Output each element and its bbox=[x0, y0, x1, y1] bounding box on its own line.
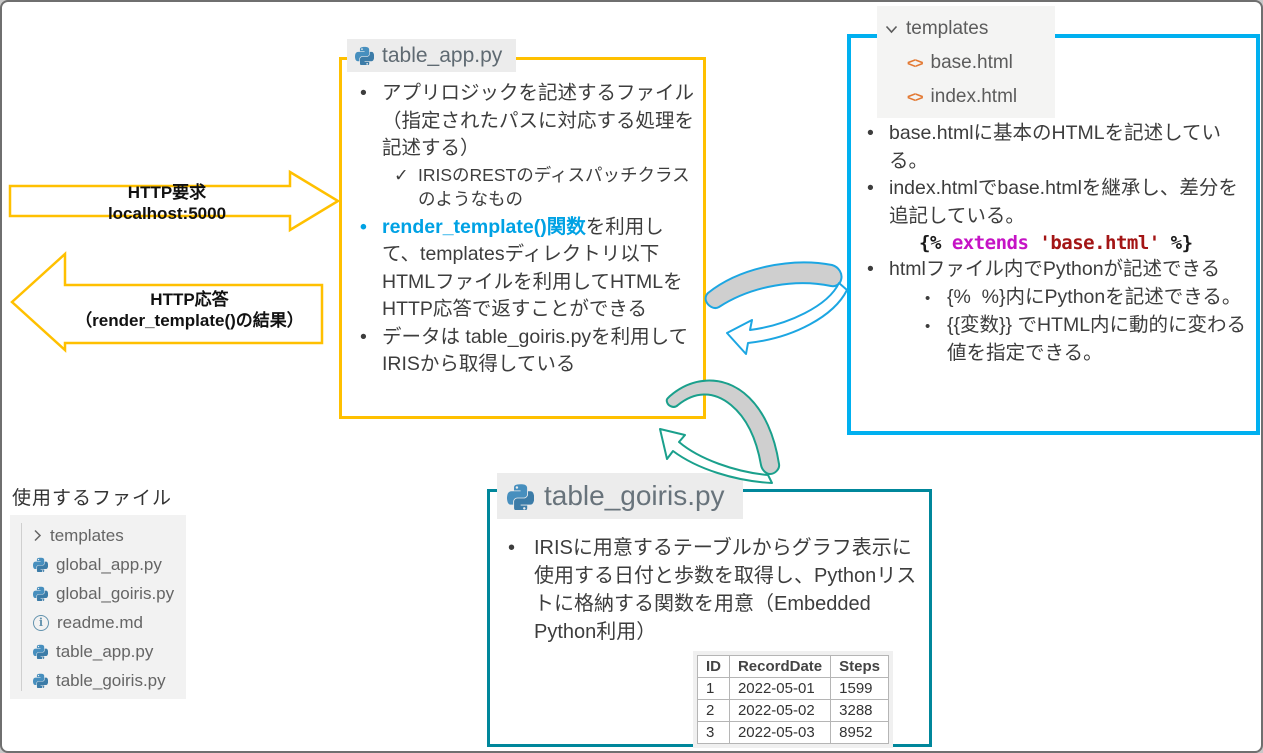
file-item-readme: i readme.md bbox=[10, 608, 186, 637]
info-icon: i bbox=[33, 614, 49, 631]
tpl-sub-bullet-1: • {% %}内にPythonを記述できる。 bbox=[925, 284, 1250, 313]
tree-item-templates: templates bbox=[885, 12, 1055, 46]
app-box-title-text: table_app.py bbox=[382, 43, 503, 67]
bullet-icon: • bbox=[360, 215, 367, 238]
table-row: 3 2022-05-03 8952 bbox=[696, 721, 889, 744]
app-bullet-2: • render_template()関数を利用して、templatesディレク… bbox=[356, 214, 697, 324]
file-item-label: readme.md bbox=[57, 612, 143, 632]
bullet-icon: • bbox=[867, 258, 874, 280]
goiris-bullet-1: • IRISに用意するテーブルからグラフ表示に使用する日付と歩数を取得し、Pyt… bbox=[504, 534, 919, 646]
jinja-extends-code: {% extends 'base.html' %} bbox=[919, 232, 1193, 254]
app-bullet-1: • アプリロジックを記述するファイル（指定されたパスに対応する処理を記述する） bbox=[356, 80, 697, 163]
files-panel-label: 使用するファイル bbox=[12, 488, 173, 509]
bullet-icon: • bbox=[925, 289, 931, 307]
files-panel: templates global_app.py global_goiris.py… bbox=[10, 515, 186, 699]
file-item-table-goiris: table_goiris.py bbox=[10, 666, 186, 695]
tpl-sub-bullet-2: • {{変数}} でHTML内に動的に変わる値を指定できる。 bbox=[925, 312, 1250, 367]
col-header-steps: Steps bbox=[830, 655, 889, 678]
file-item-global-app: global_app.py bbox=[10, 550, 186, 579]
http-request-line1: HTTP要求 bbox=[127, 183, 207, 202]
templates-tree-panel: templates <> base.html <> index.html bbox=[877, 6, 1055, 118]
app-bullet-3: • データは table_goiris.pyを利用してIRISから取得している bbox=[356, 324, 697, 379]
bullet-icon: • bbox=[360, 325, 367, 348]
tpl-bullet-1: • base.htmlに基本のHTMLを記述している。 bbox=[863, 120, 1250, 175]
bullet-icon: • bbox=[867, 122, 874, 144]
file-item-global-goiris: global_goiris.py bbox=[10, 579, 186, 608]
http-request-label: HTTP要求 localhost:5000 bbox=[47, 182, 287, 224]
python-icon bbox=[33, 673, 48, 688]
col-header-id: ID bbox=[696, 655, 730, 678]
tree-root-label: templates bbox=[906, 18, 989, 39]
file-item-label: global_goiris.py bbox=[56, 583, 175, 603]
bullet-icon: • bbox=[867, 177, 874, 199]
file-item-label: table_goiris.py bbox=[56, 670, 166, 690]
chevron-right-icon bbox=[34, 529, 42, 542]
http-response-line1: HTTP応答 bbox=[150, 290, 229, 309]
steps-table-header-row: ID RecordDate Steps bbox=[696, 655, 889, 678]
render-template-highlight: render_template()関数 bbox=[382, 215, 586, 238]
bullet-icon: • bbox=[360, 82, 367, 104]
tree-file-label: base.html bbox=[930, 52, 1013, 73]
steps-table-panel: ID RecordDate Steps 1 2022-05-01 1599 2 … bbox=[692, 651, 893, 748]
tpl-bullet-2: • index.htmlでbase.htmlを継承し、差分を追記している。 {%… bbox=[863, 175, 1250, 256]
html-file-icon: <> bbox=[907, 54, 924, 72]
python-icon bbox=[355, 46, 374, 65]
bullet-icon: • bbox=[508, 537, 516, 559]
goiris-box-title-text: table_goiris.py bbox=[544, 480, 725, 511]
curved-arrow-templates-to-app bbox=[704, 261, 848, 355]
goiris-box: • IRISに用意するテーブルからグラフ表示に使用する日付と歩数を取得し、Pyt… bbox=[487, 489, 932, 748]
file-item-label: templates bbox=[50, 525, 124, 545]
col-header-recorddate: RecordDate bbox=[728, 655, 832, 678]
app-bullet-1-check: ✓ IRISのRESTのディスパッチクラスのようなもの bbox=[394, 164, 690, 209]
tree-item-base-html: <> base.html bbox=[885, 46, 1055, 80]
file-item-templates: templates bbox=[10, 521, 186, 550]
bullet-icon: • bbox=[925, 318, 931, 335]
code-keyword: extends bbox=[951, 232, 1029, 254]
html-file-icon: <> bbox=[907, 88, 924, 106]
app-box-title: table_app.py bbox=[347, 39, 517, 72]
table-row: 2 2022-05-02 3288 bbox=[696, 699, 889, 722]
http-response-label: HTTP応答 （render_template()の結果） bbox=[62, 289, 317, 331]
file-item-label: global_app.py bbox=[56, 554, 162, 574]
code-string: 'base.html' bbox=[1039, 232, 1160, 254]
check-icon: ✓ bbox=[394, 164, 409, 185]
python-icon bbox=[33, 586, 48, 601]
python-icon bbox=[33, 644, 48, 659]
http-request-line2: localhost:5000 bbox=[107, 204, 227, 223]
python-icon bbox=[507, 483, 534, 510]
tree-item-index-html: <> index.html bbox=[885, 80, 1055, 114]
file-item-label: table_app.py bbox=[56, 641, 154, 661]
table-row: 1 2022-05-01 1599 bbox=[696, 677, 889, 700]
goiris-box-title: table_goiris.py bbox=[497, 473, 743, 519]
http-response-line2: （render_template()の結果） bbox=[75, 311, 304, 330]
steps-table: ID RecordDate Steps 1 2022-05-01 1599 2 … bbox=[696, 655, 889, 744]
tree-file-label: index.html bbox=[930, 86, 1018, 107]
tpl-bullet-3: • htmlファイル内でPythonが記述できる bbox=[863, 256, 1250, 284]
python-icon bbox=[33, 557, 48, 572]
chevron-down-icon bbox=[885, 25, 898, 33]
app-box: • アプリロジックを記述するファイル（指定されたパスに対応する処理を記述する） … bbox=[339, 57, 706, 419]
file-item-table-app: table_app.py bbox=[10, 637, 186, 666]
